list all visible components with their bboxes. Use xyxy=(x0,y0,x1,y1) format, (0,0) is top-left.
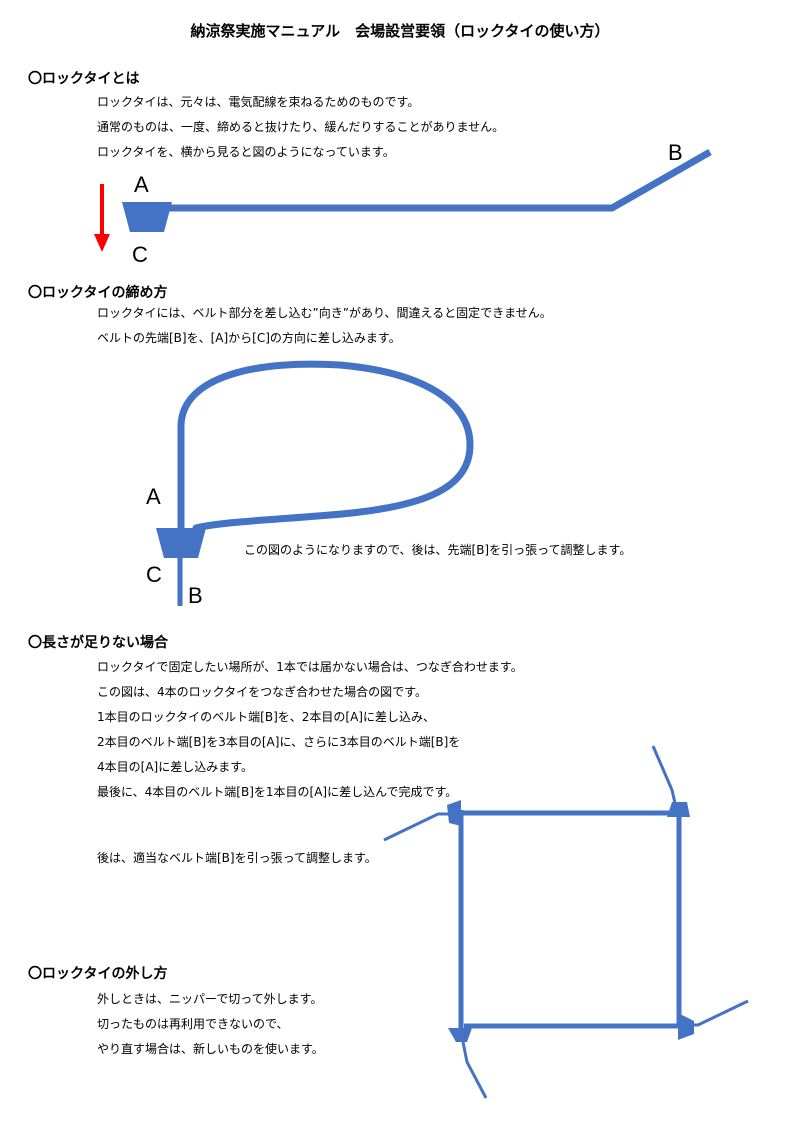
down-arrow-icon xyxy=(94,184,110,252)
label-a: A xyxy=(146,484,161,509)
remove-line-2: 切ったものは再利用できないので、 xyxy=(97,1017,289,1031)
fasten-caption: この図のようになりますので、後は、先端[B]を引っ張って調整します。 xyxy=(244,543,632,557)
label-a: A xyxy=(134,172,149,197)
square-belts xyxy=(458,808,682,1032)
section-heading-fasten: 〇ロックタイの締め方 xyxy=(28,285,168,301)
belt-tails xyxy=(383,745,749,1099)
extend-line-5: 4本目の[A]に差し込みます。 xyxy=(97,760,254,774)
label-b: B xyxy=(668,140,683,165)
section-heading-extend: 〇長さが足りない場合 xyxy=(28,635,168,651)
fasten-line-1: ロックタイには、ベルト部分を差し込む”向き”があり、間違えると固定できません。 xyxy=(97,306,552,320)
remove-line-1: 外しときは、ニッパーで切って外します。 xyxy=(97,992,323,1006)
tie-heads xyxy=(447,800,694,1042)
about-line-3: ロックタイを、横から見ると図のようになっています。 xyxy=(97,145,395,159)
section-heading-about: 〇ロックタイとは xyxy=(28,71,140,87)
tie-belt xyxy=(166,148,712,212)
tie-head xyxy=(122,202,172,232)
fasten-line-2: ベルトの先端[B]を、[A]から[C]の方向に差し込みます。 xyxy=(97,331,401,345)
extend-line-2: この図は、4本のロックタイをつなぎ合わせた場合の図です。 xyxy=(97,685,427,699)
label-b: B xyxy=(188,583,203,608)
extend-line-3: 1本目のロックタイのベルト端[B]を、2本目の[A]に差し込み、 xyxy=(97,710,435,724)
about-line-2: 通常のものは、一度、締めると抜けたり、緩んだりすることがありません。 xyxy=(97,120,505,134)
remove-line-3: やり直す場合は、新しいものを使います。 xyxy=(97,1042,324,1056)
extend-line-4: 2本目のベルト端[B]を3本目の[A]に、さらに3本目のベルト端[B]を xyxy=(97,735,461,749)
tie-head xyxy=(156,528,206,558)
label-c: C xyxy=(132,242,148,267)
extend-line-1: ロックタイで固定したい場所が、1本では届かない場合は、つなぎ合わせます。 xyxy=(97,660,523,674)
section-heading-remove: 〇ロックタイの外し方 xyxy=(28,966,168,982)
extend-caption: 後は、適当なベルト端[B]を引っ張って調整します。 xyxy=(97,851,377,865)
page-title: 納涼祭実施マニュアル 会場設営要領（ロックタイの使い方） xyxy=(190,22,610,40)
extend-line-6: 最後に、4本目のベルト端[B]を1本目の[A]に差し込んで完成です。 xyxy=(97,785,458,799)
about-line-1: ロックタイは、元々は、電気配線を束ねるためのものです。 xyxy=(97,95,420,109)
tie-loop xyxy=(177,360,474,534)
label-c: C xyxy=(146,562,162,587)
